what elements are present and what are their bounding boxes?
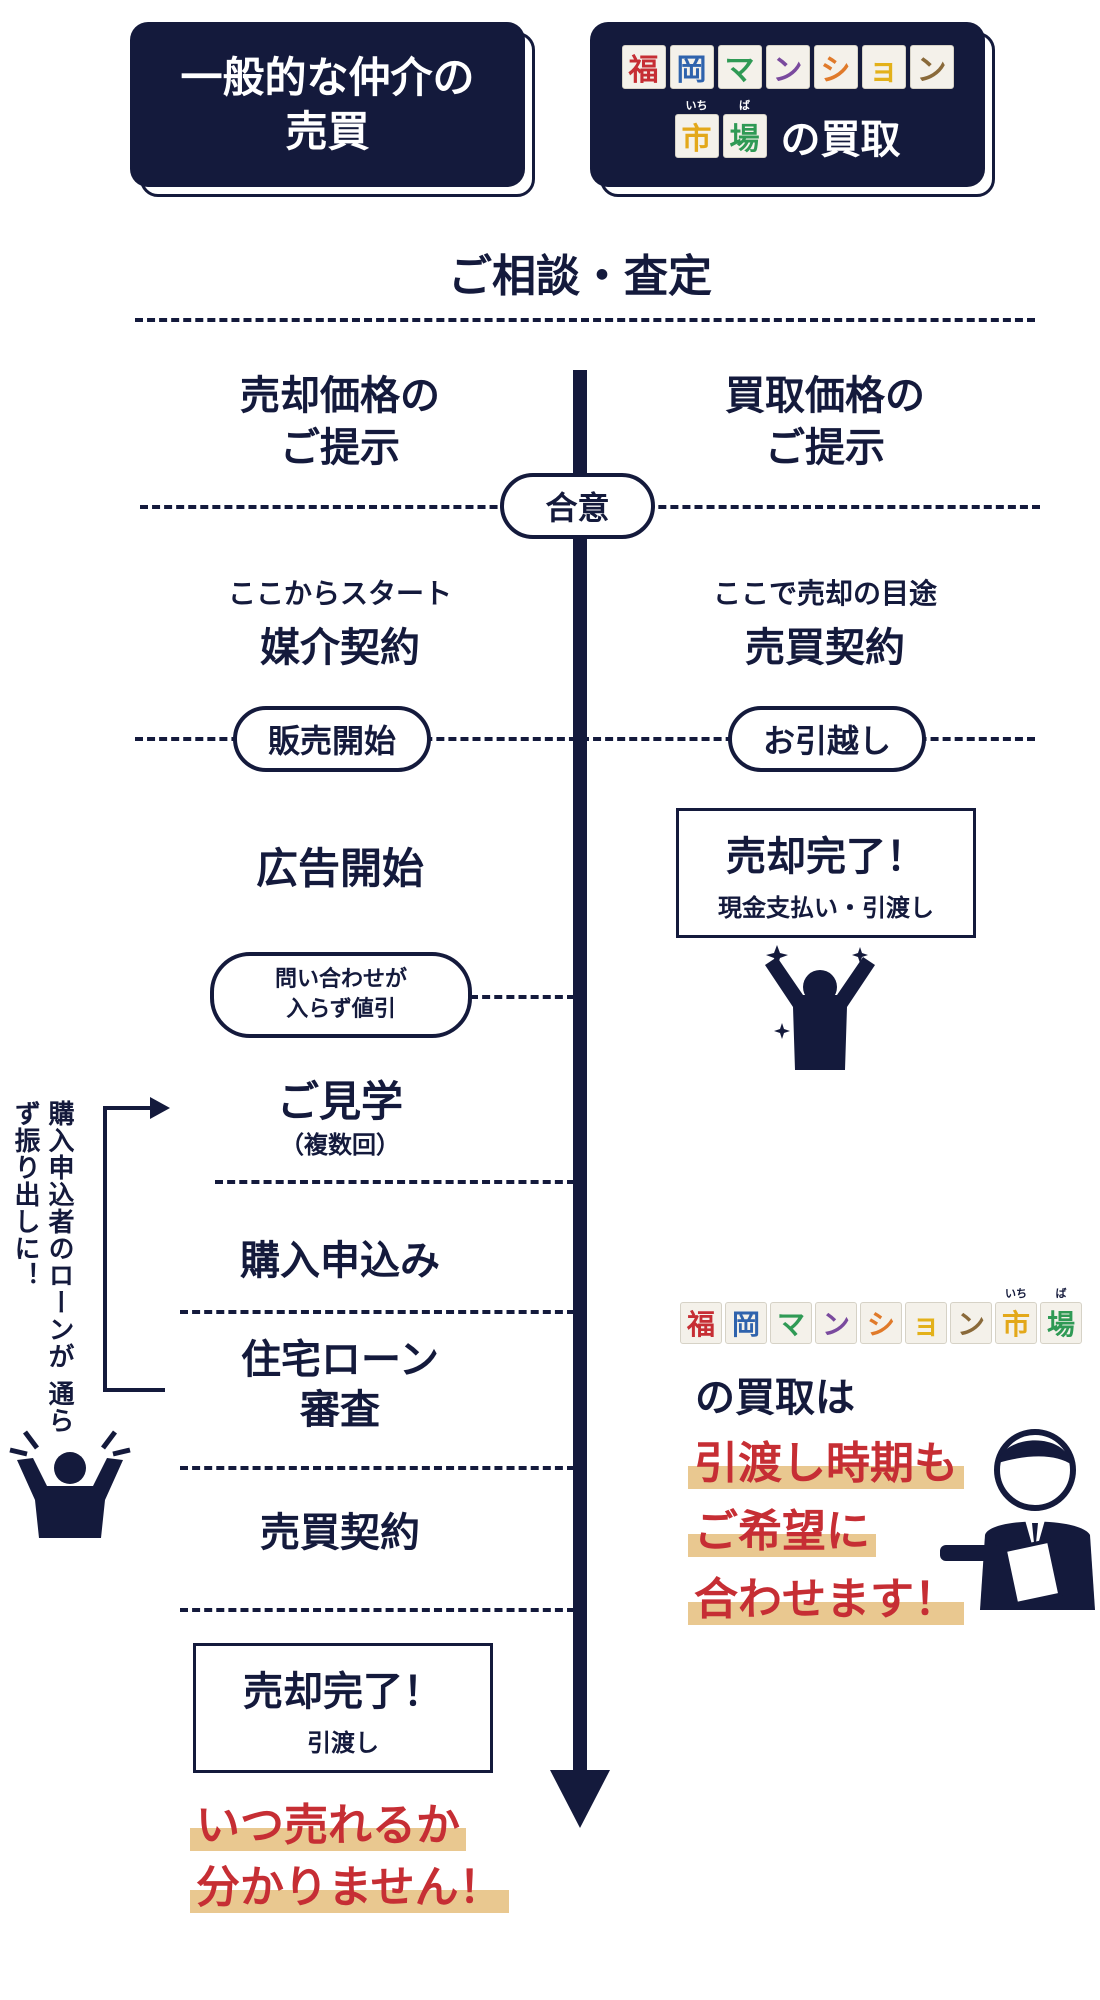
brand-tile: いち市	[674, 99, 719, 158]
brand-tile-ruby: いち	[685, 98, 708, 112]
brand-tile-char: 場	[1046, 1308, 1075, 1341]
happy-person-icon	[765, 945, 875, 1070]
right-complete-sub: 現金支払い・引渡し	[718, 893, 934, 922]
brand-tile-char: 市	[681, 121, 712, 157]
brand-tile: ン	[815, 1302, 857, 1344]
loan-fail-text: 購入申込者のローンが 通らず振り出しに！	[10, 1100, 74, 1435]
brand-tile: 岡	[725, 1302, 767, 1344]
brand-tile: マ	[717, 44, 762, 89]
brand-tile-char: ン	[821, 1308, 850, 1341]
brand-tile-char: マ	[724, 52, 755, 88]
brand-tile-char: ン	[956, 1308, 985, 1341]
agree-pill: 合意	[500, 473, 655, 539]
brand-logo-row-3: 福岡マンションいち市ば場	[680, 1287, 1082, 1344]
divider-dashed	[470, 995, 575, 999]
right-brand-suffix: の買取は	[695, 1375, 855, 1421]
brand-tile-char: マ	[776, 1308, 805, 1341]
ad-start: 広告開始	[255, 844, 424, 893]
left-warning-line-1: いつ売れるか	[190, 1800, 466, 1851]
left-complete-sub: 引渡し	[307, 1728, 379, 1757]
brand-tile: ン	[909, 44, 954, 89]
brand-tile-ruby: いち	[1005, 1287, 1027, 1300]
viewing-sub: （複数回）	[280, 1131, 400, 1159]
brand-logo-row: 福岡マンション	[621, 44, 954, 89]
divider-dashed	[215, 1180, 575, 1184]
loan-review: 住宅ローン 審査	[241, 1337, 439, 1433]
brand-tile: ン	[950, 1302, 992, 1344]
brand-tile-char: シ	[866, 1308, 895, 1341]
right-start-title: 売買契約	[745, 625, 905, 671]
brand-tile-char: 岡	[676, 52, 707, 88]
left-warning: いつ売れるか 分かりません！	[190, 1795, 530, 1919]
brand-tile-char: ョ	[911, 1308, 940, 1341]
right-complete-box: 売却完了！ 現金支払い・引渡し	[676, 808, 976, 938]
left-start-title: 媒介契約	[260, 625, 420, 671]
arrow-down-icon	[550, 1770, 610, 1828]
header-right-suffix: の買取	[780, 116, 901, 163]
brand-tile-char: ン	[916, 52, 947, 88]
brand-tile-char: ン	[772, 52, 803, 88]
brand-tile: ョ	[905, 1302, 947, 1344]
brand-tile: 福	[680, 1302, 722, 1344]
consult-label: ご相談・査定	[448, 251, 712, 302]
contract: 売買契約	[260, 1510, 420, 1556]
brand-tile: ン	[765, 44, 810, 89]
right-start-sub: ここで売却の目途	[712, 577, 937, 610]
right-complete-title: 売却完了！	[726, 833, 926, 880]
brand-tile-char: シ	[820, 52, 851, 88]
stressed-person-icon	[9, 1430, 131, 1538]
move-pill: お引越し	[728, 706, 926, 772]
divider-dashed	[180, 1466, 575, 1470]
header-fukuoka-buyout: 福岡マンション いち市ば場 の買取	[590, 22, 995, 197]
brand-tile-char: 福	[628, 52, 659, 88]
left-warning-line-2: 分かりません！	[190, 1862, 509, 1913]
brand-tile: マ	[770, 1302, 812, 1344]
divider-dashed	[180, 1310, 575, 1314]
header-general-brokerage: 一般的な仲介の 売買	[130, 22, 535, 197]
price-cut-pill: 問い合わせが 入らず値引	[210, 952, 472, 1038]
left-complete-box: 売却完了！ 引渡し	[193, 1643, 493, 1773]
brand-logo-row-2: いち市ば場	[674, 99, 767, 158]
brand-tile-char: 岡	[731, 1308, 760, 1341]
divider-dashed	[135, 318, 1035, 322]
brand-tile: 岡	[669, 44, 714, 89]
header-left-title: 一般的な仲介の 売買	[180, 52, 475, 156]
brand-tile-char: 市	[1001, 1308, 1030, 1341]
viewing: ご見学	[276, 1077, 403, 1126]
left-start-sub: ここからスタート	[227, 577, 452, 610]
loop-arrow-icon	[103, 1097, 170, 1392]
brand-tile: シ	[860, 1302, 902, 1344]
brand-tile-char: 福	[686, 1308, 715, 1341]
left-complete-title: 売却完了！	[243, 1668, 443, 1715]
brand-tile-char: 場	[729, 121, 760, 157]
header-right-panel: 福岡マンション いち市ば場 の買取	[590, 22, 985, 187]
right-message-line-1: 引渡し時期も	[688, 1438, 964, 1489]
right-price-offer: 買取価格の ご提示	[725, 373, 925, 471]
right-message-line-2: ご希望に	[688, 1506, 876, 1557]
brand-tile: シ	[813, 44, 858, 89]
brand-tile: ば場	[1040, 1287, 1082, 1344]
brand-tile: 福	[621, 44, 666, 89]
brand-tile-char: ョ	[868, 52, 899, 88]
brand-tile-ruby: ば	[739, 98, 750, 112]
brand-tile: ョ	[861, 44, 906, 89]
divider-dashed	[180, 1608, 575, 1612]
purchase-apply: 購入申込み	[240, 1238, 440, 1284]
sales-start-pill: 販売開始	[233, 706, 431, 772]
brand-tile: ば場	[722, 99, 767, 158]
right-message-line-3: 合わせます！	[688, 1574, 964, 1625]
brand-tile-ruby: ば	[1055, 1287, 1067, 1300]
divider-dashed	[135, 737, 1035, 741]
brand-tile: いち市	[995, 1287, 1037, 1344]
header-left-panel: 一般的な仲介の 売買	[130, 22, 525, 187]
left-price-offer: 売却価格の ご提示	[240, 373, 440, 471]
timeline-line	[573, 370, 587, 1770]
businessman-icon	[940, 1429, 1095, 1610]
right-message: 引渡し時期も ご希望に 合わせます！	[688, 1430, 1018, 1634]
